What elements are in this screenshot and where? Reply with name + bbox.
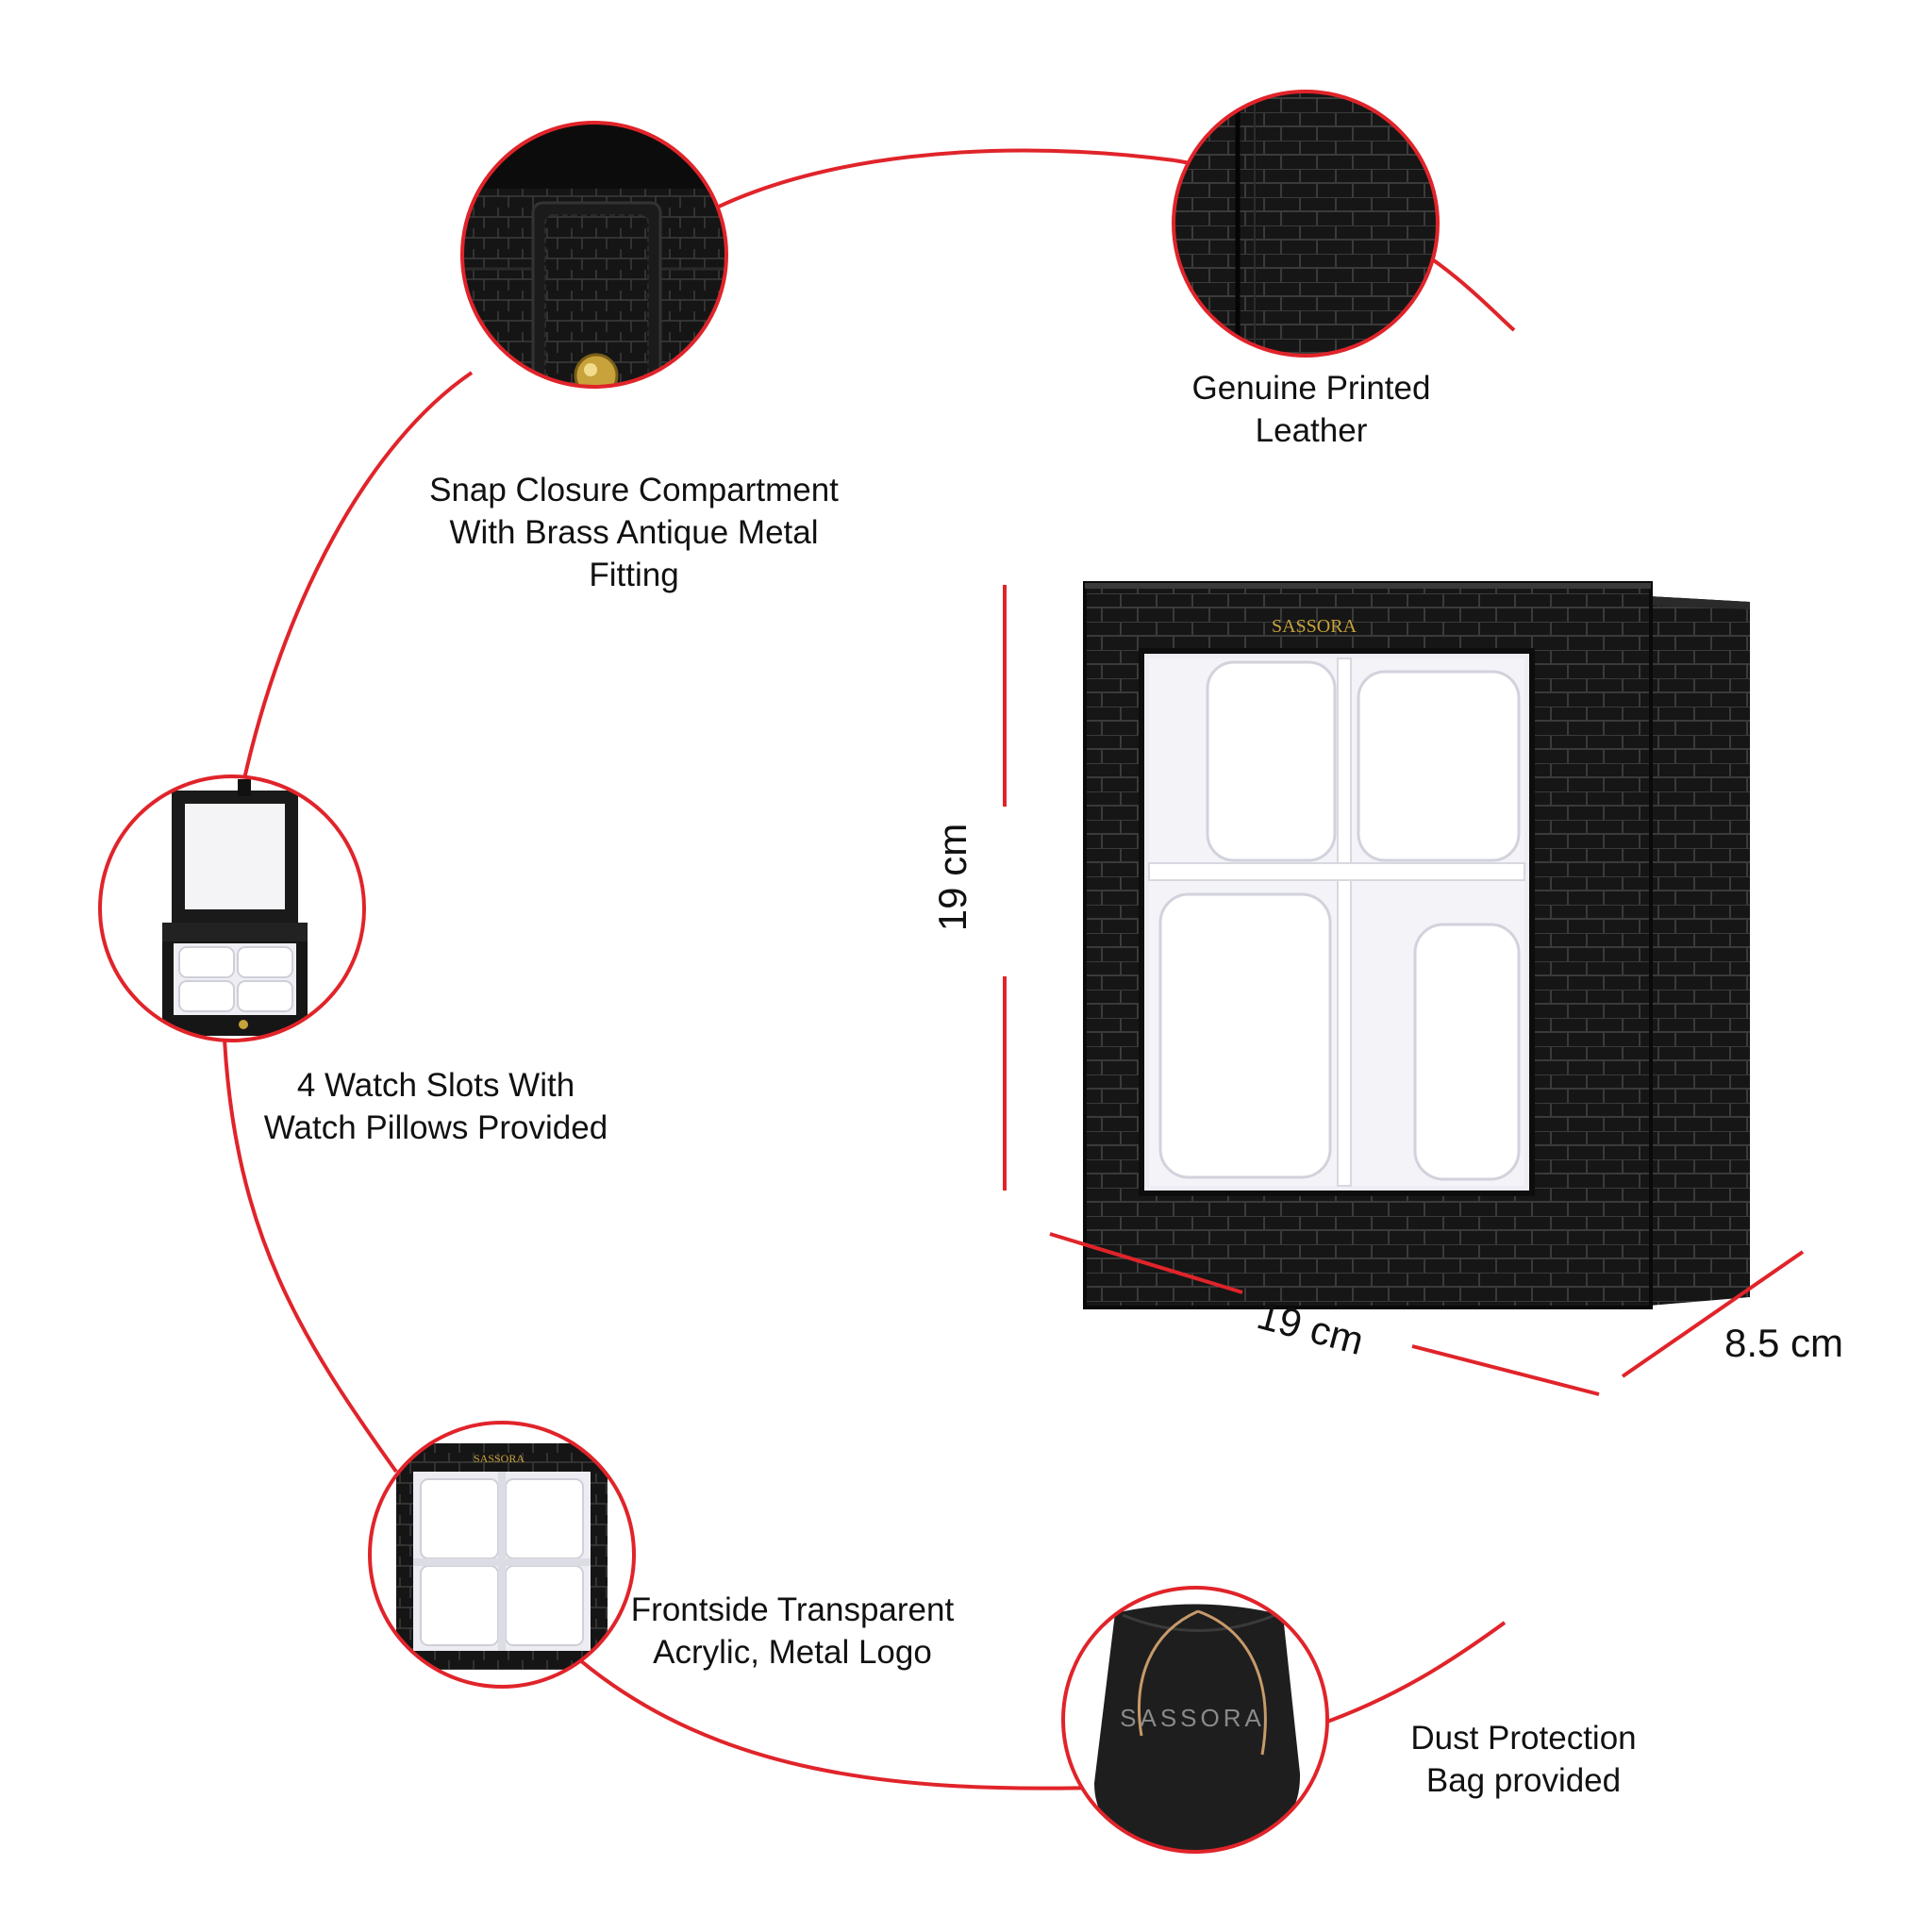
watch-slots-caption: 4 Watch Slots With Watch Pillows Provide…: [247, 1064, 625, 1149]
snap-closure-caption: Snap Closure Compartment With Brass Anti…: [412, 469, 856, 596]
dimension-lines: [1003, 585, 1805, 1396]
caption-line: With Brass Antique Metal: [449, 514, 819, 551]
front-acrylic-image: SASSORA: [368, 1421, 636, 1689]
caption-line: Bag provided: [1425, 1762, 1622, 1799]
caption-line: Acrylic, Metal Logo: [653, 1634, 932, 1671]
dust-bag-caption: Dust Protection Bag provided: [1382, 1717, 1665, 1802]
depth-dimension-label: 8.5 cm: [1724, 1321, 1844, 1365]
caption-line: Fitting: [589, 557, 679, 593]
caption-line: Genuine Printed: [1191, 370, 1431, 407]
watch-box-product: [1083, 581, 1750, 1309]
dust-bag-image: SASSORA: [1061, 1586, 1329, 1854]
caption-line: Dust Protection: [1410, 1720, 1637, 1757]
watch-slots-image: [98, 774, 366, 1042]
height-dimension-label: 19 cm: [930, 823, 974, 932]
leather-texture-image: [1172, 90, 1440, 358]
logo-small: SASSORA: [474, 1452, 525, 1465]
caption-line: Watch Pillows Provided: [263, 1109, 608, 1146]
front-acrylic-caption: Frontside Transparent Acrylic, Metal Log…: [613, 1589, 972, 1674]
caption-line: Snap Closure Compartment: [429, 472, 839, 508]
logo-box: SASSORA: [1272, 616, 1357, 637]
caption-line: 4 Watch Slots With: [296, 1067, 575, 1104]
caption-line: Leather: [1255, 412, 1368, 449]
caption-line: Frontside Transparent: [630, 1591, 955, 1628]
logo-bag: SASSORA: [1120, 1704, 1265, 1732]
snap-closure-image: [460, 121, 728, 389]
leather-caption: Genuine Printed Leather: [1170, 367, 1453, 452]
